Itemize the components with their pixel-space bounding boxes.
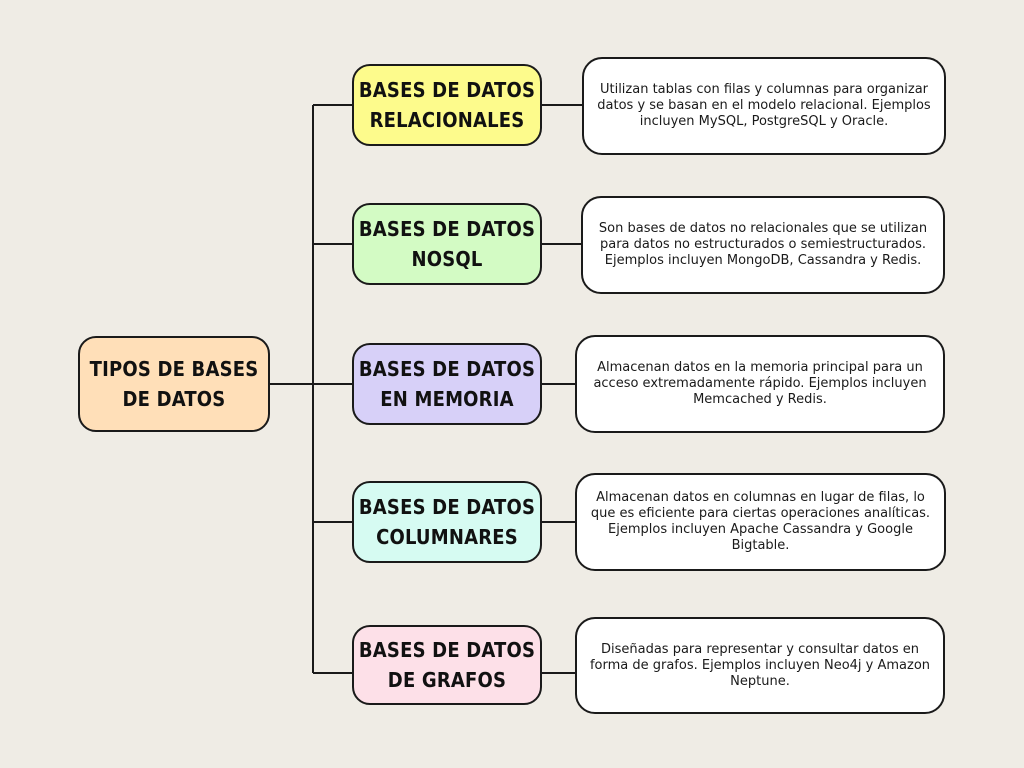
description-grafos: Diseñadas para representar y consultar d… bbox=[575, 617, 945, 714]
category-nosql: BASES DE DATOS NOSQL bbox=[352, 203, 542, 285]
description-text: Diseñadas para representar y consultar d… bbox=[589, 641, 931, 689]
category-relacionales: BASES DE DATOS RELACIONALES bbox=[352, 64, 542, 146]
description-memoria: Almacenan datos en la memoria principal … bbox=[575, 335, 945, 433]
category-label: BASES DE DATOS NOSQL bbox=[358, 217, 536, 271]
description-relacionales: Utilizan tablas con filas y columnas par… bbox=[582, 57, 946, 155]
description-columnares: Almacenan datos en columnas en lugar de … bbox=[575, 473, 946, 571]
description-text: Almacenan datos en columnas en lugar de … bbox=[590, 490, 931, 553]
description-nosql: Son bases de datos no relacionales que s… bbox=[581, 196, 945, 294]
category-label: BASES DE DATOS RELACIONALES bbox=[358, 78, 536, 132]
category-label: BASES DE DATOS DE GRAFOS bbox=[358, 638, 536, 692]
description-text: Utilizan tablas con filas y columnas par… bbox=[597, 82, 931, 129]
root-node: TIPOS DE BASES DE DATOS bbox=[78, 336, 270, 432]
category-label: BASES DE DATOS EN MEMORIA bbox=[358, 357, 536, 411]
category-label: BASES DE DATOS COLUMNARES bbox=[358, 495, 536, 549]
category-columnares: BASES DE DATOS COLUMNARES bbox=[352, 481, 542, 563]
root-label: TIPOS DE BASES DE DATOS bbox=[89, 357, 259, 411]
category-grafos: BASES DE DATOS DE GRAFOS bbox=[352, 625, 542, 705]
description-text: Almacenan datos en la memoria principal … bbox=[593, 360, 927, 407]
category-memoria: BASES DE DATOS EN MEMORIA bbox=[352, 343, 542, 425]
description-text: Son bases de datos no relacionales que s… bbox=[598, 221, 928, 268]
